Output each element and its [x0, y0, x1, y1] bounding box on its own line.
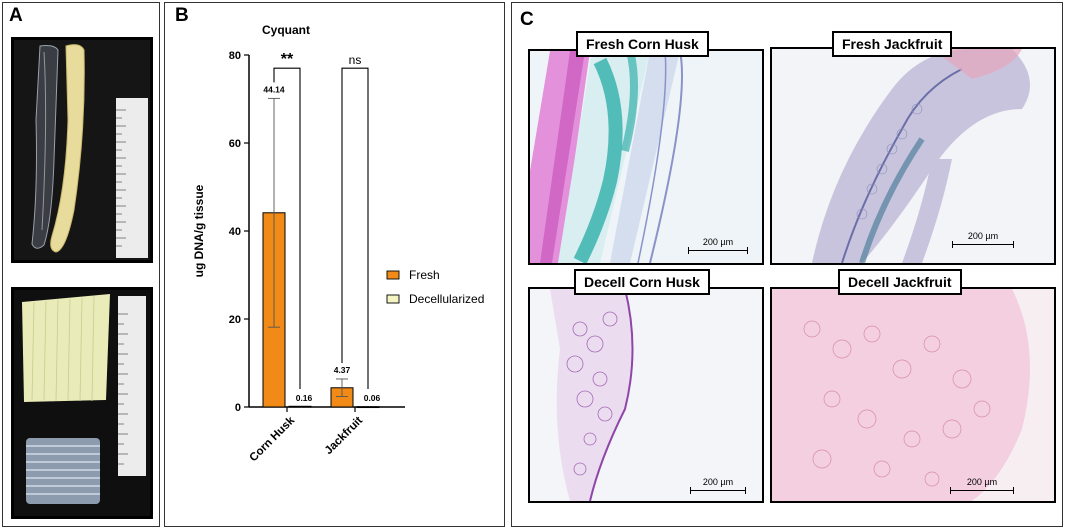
data-label: 0.06	[364, 393, 381, 403]
micrograph-decell-jackfruit	[770, 287, 1056, 503]
significance-bracket	[341, 67, 369, 389]
legend-swatch-fresh	[386, 270, 400, 280]
scalebar-decell-jackfruit: 200 µm	[950, 477, 1014, 494]
panel-c-letter: C	[520, 9, 534, 30]
y-tick-label: 20	[229, 314, 241, 326]
chart-title: Cyquant	[262, 23, 310, 37]
scalebar-label: 200 µm	[702, 237, 734, 247]
scalebar-fresh-jackfruit: 200 µm	[952, 231, 1014, 248]
y-tick-label: 40	[229, 226, 241, 238]
significance-label: ns	[349, 53, 362, 67]
significance-label: **	[281, 51, 294, 68]
scalebar-label: 200 µm	[967, 231, 999, 241]
bar-decellularized	[288, 405, 312, 408]
data-label: 44.14	[263, 84, 285, 94]
x-tick-label: Corn Husk	[248, 414, 298, 464]
photo-jackfruit-strips	[11, 37, 153, 263]
scalebar-label: 200 µm	[702, 477, 734, 487]
corn-husk-photo-illustration	[14, 290, 150, 516]
panel-b-letter: B	[175, 5, 189, 26]
photo-corn-husk	[11, 287, 153, 519]
micrograph-fresh-jackfruit	[770, 47, 1056, 265]
scalebar-line	[952, 241, 1014, 248]
scalebar-line	[688, 247, 748, 254]
panel-c: C Fresh Corn Husk 200 µm	[511, 2, 1063, 527]
scalebar-decell-corn-husk: 200 µm	[690, 477, 746, 494]
panel-a: A	[2, 2, 160, 527]
data-label: 0.16	[296, 393, 313, 403]
legend-swatch-decellularized	[386, 294, 400, 304]
y-tick-label: 0	[235, 402, 241, 414]
decell-corn-husk-tissue	[530, 289, 762, 501]
micrograph-fresh-corn-husk	[528, 49, 764, 265]
scalebar-line	[950, 487, 1014, 494]
y-axis-label: ug DNA/g tissue	[192, 184, 206, 277]
bar-decellularized	[356, 406, 380, 409]
scalebar-fresh-corn-husk: 200 µm	[688, 237, 748, 254]
panel-a-letter: A	[9, 5, 23, 26]
significance-bracket	[273, 67, 301, 389]
y-tick-label: 80	[229, 50, 241, 62]
legend-label-fresh: Fresh	[409, 268, 440, 282]
micrograph-label-decell-jackfruit: Decell Jackfruit	[838, 269, 962, 295]
fresh-jackfruit-tissue	[772, 49, 1054, 263]
micrograph-label-fresh-jackfruit: Fresh Jackfruit	[832, 31, 953, 57]
micrograph-decell-corn-husk	[528, 287, 764, 503]
scalebar-label: 200 µm	[966, 477, 998, 487]
scalebar-line	[690, 487, 746, 494]
decell-jackfruit-tissue	[772, 289, 1054, 501]
fresh-corn-husk-tissue	[530, 51, 762, 263]
x-tick-label: Jackfruit	[323, 415, 366, 458]
legend-label-decellularized: Decellularized	[409, 292, 484, 306]
y-tick-label: 60	[229, 138, 241, 150]
micrograph-label-decell-corn-husk: Decell Corn Husk	[574, 269, 710, 295]
jackfruit-photo-illustration	[14, 40, 150, 260]
micrograph-label-fresh-corn-husk: Fresh Corn Husk	[576, 31, 709, 57]
data-label: 4.37	[334, 365, 351, 375]
